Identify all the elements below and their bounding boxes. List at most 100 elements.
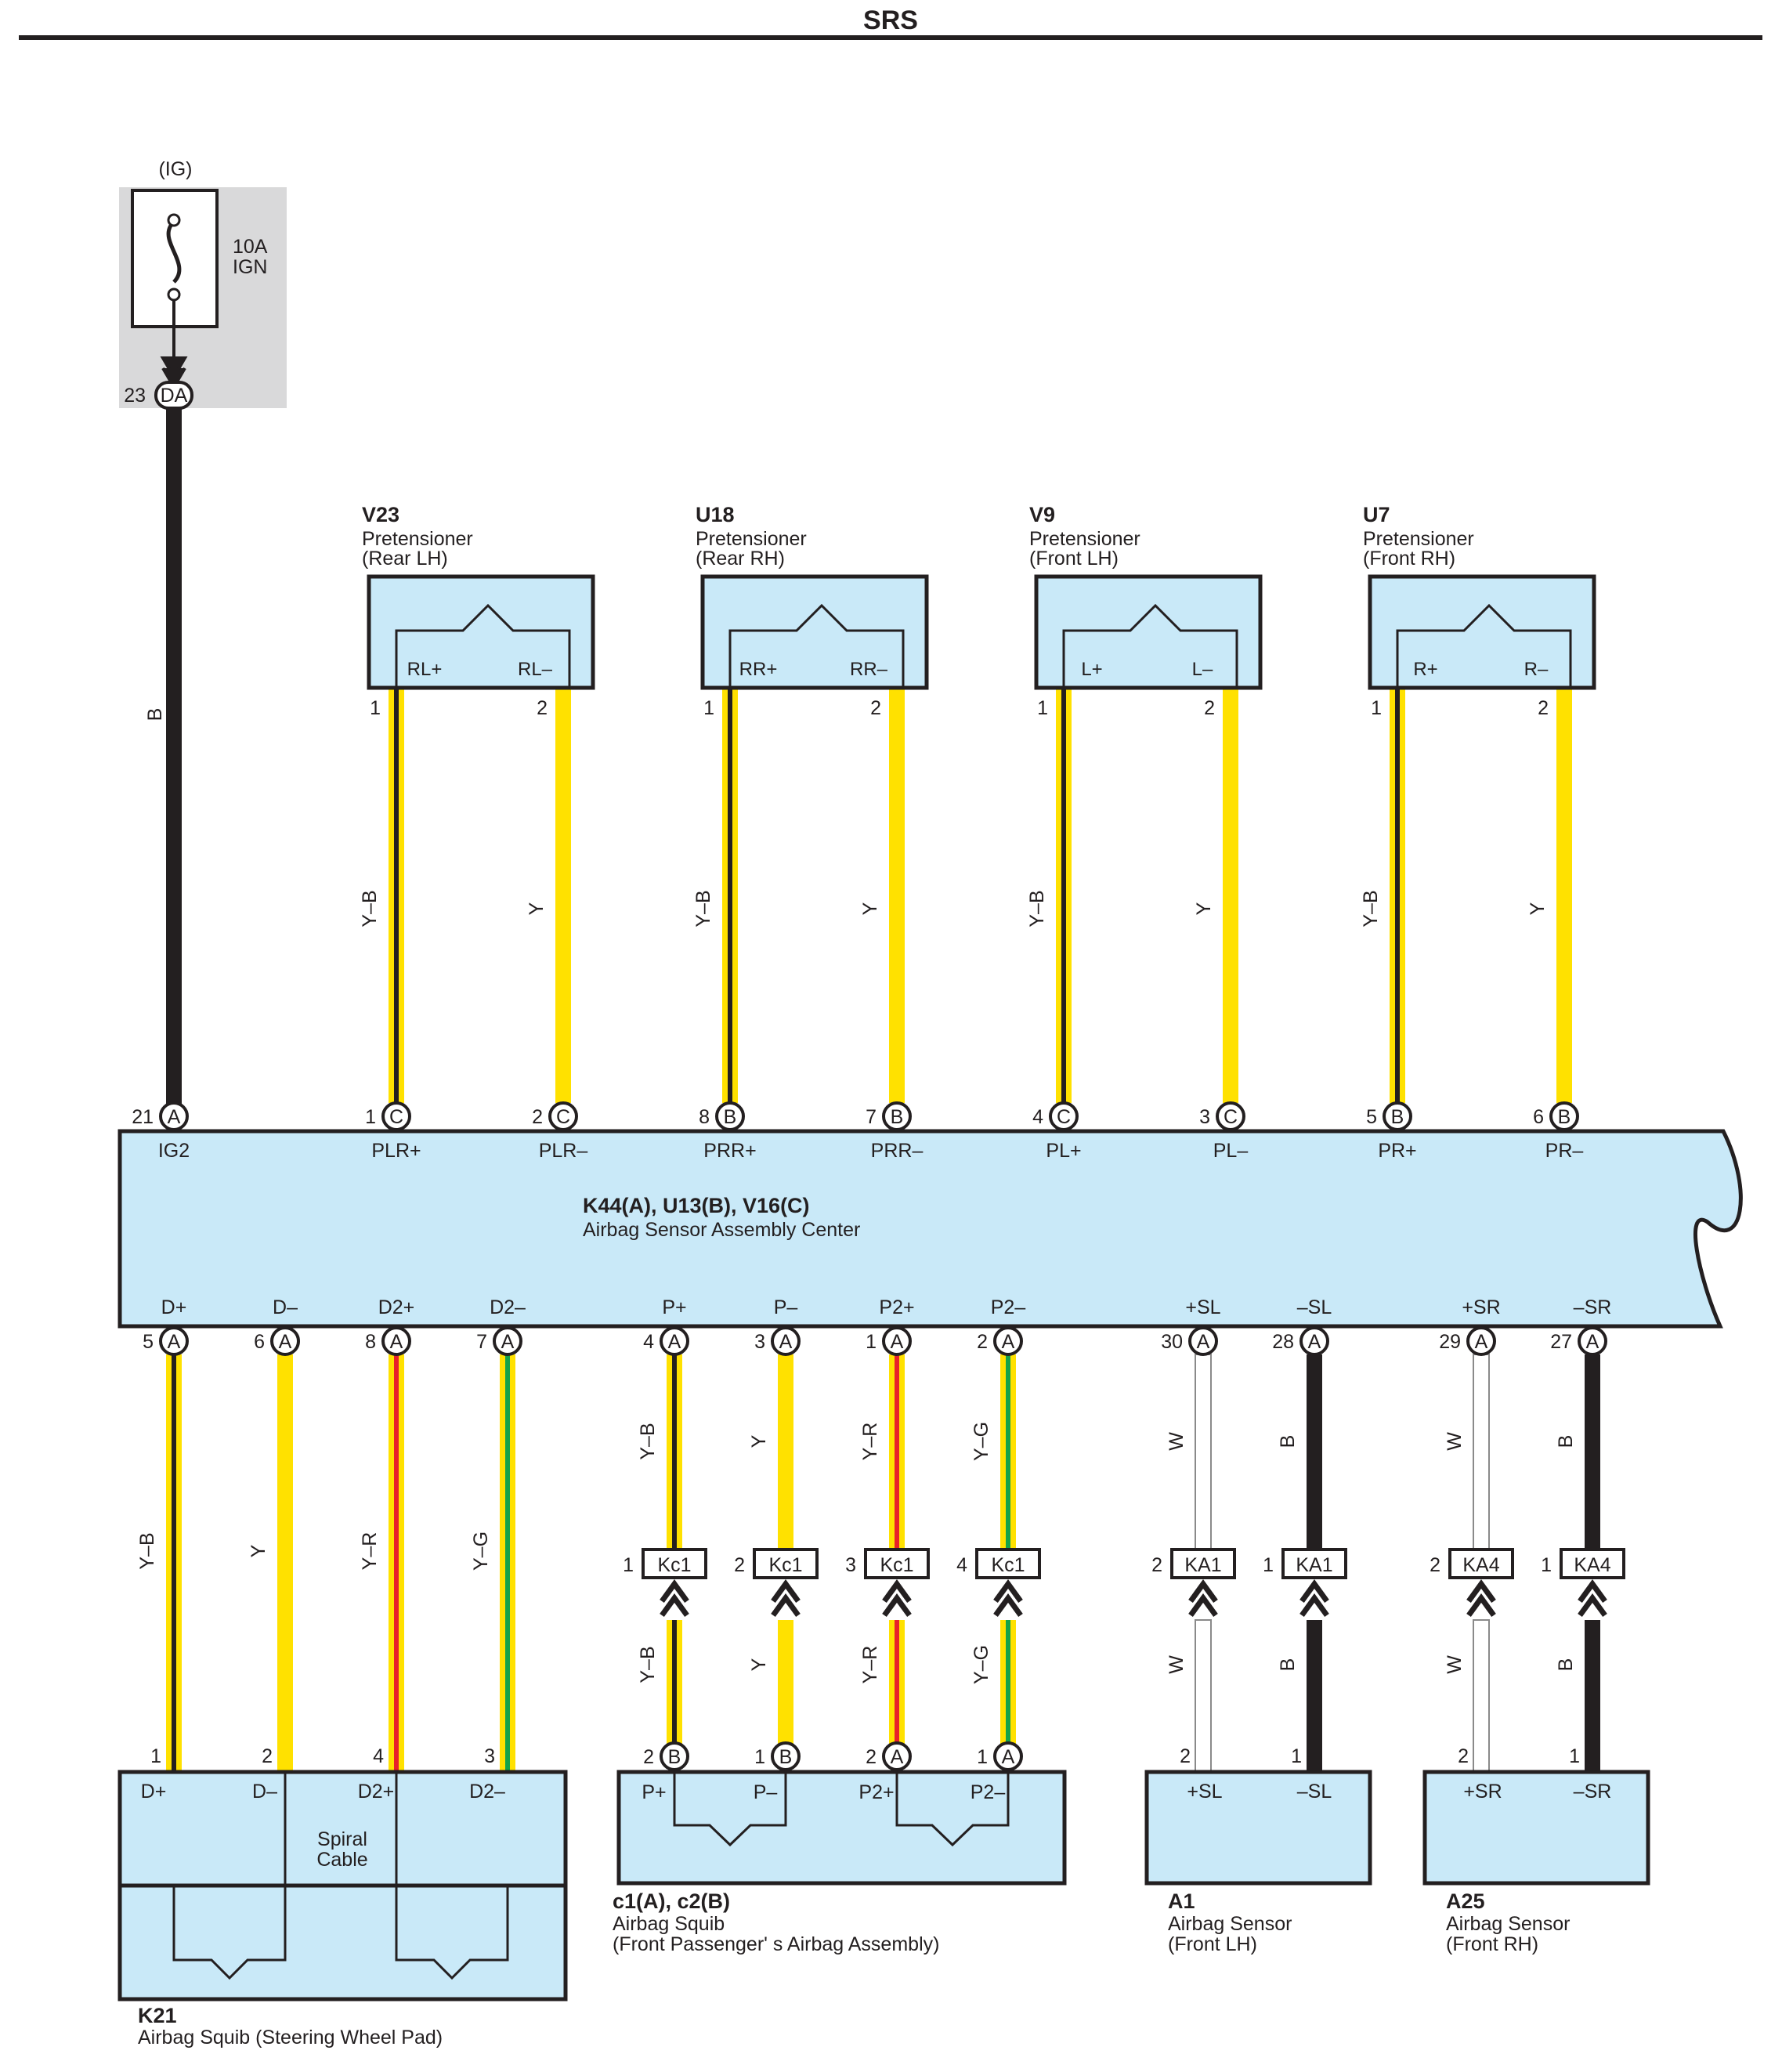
svg-text:3: 3 — [845, 1554, 856, 1576]
fuse-power-source: (IG) — [158, 158, 192, 180]
wire-top-5 — [1223, 688, 1238, 1103]
pretensioner-plus-label-2: L+ — [1081, 659, 1102, 680]
svg-text:A: A — [1002, 1746, 1015, 1768]
pretensioner-plus-label-3: R+ — [1413, 659, 1437, 680]
pretensioner-pin-plus-0: 1 — [370, 697, 381, 719]
ecu-bottom-label-11: –SR — [1574, 1296, 1612, 1318]
ecu-bottom-pin-4: 4 — [643, 1331, 654, 1353]
c1c2-terminal-label-3: P2– — [971, 1781, 1006, 1803]
pretensioner-squib-icon — [728, 603, 905, 688]
c1c2-position: (Front Passenger' s Airbag Assembly) — [613, 1933, 939, 1955]
wire-top-color-4: Y–B — [1026, 890, 1048, 927]
a1-position: (Front LH) — [1168, 1933, 1257, 1955]
ecu-top-label-4: PRR– — [871, 1140, 924, 1162]
ecu-top-pin-3: 8 — [699, 1106, 710, 1128]
k21-pin-2: 4 — [373, 1745, 384, 1767]
connector-arrow-icon — [1188, 1579, 1218, 1618]
pretensioner-squib-icon — [395, 603, 571, 688]
ecu-bottom-label-5: P– — [774, 1296, 798, 1318]
ecu-bottom-label-1: D– — [273, 1296, 298, 1318]
wire-bottom-color-upper-6: Y–R — [859, 1423, 881, 1461]
svg-text:Kc1: Kc1 — [768, 1554, 802, 1576]
svg-text:A: A — [168, 1106, 181, 1128]
pretensioner-squib-icon — [1062, 603, 1238, 688]
k21-pin-1: 2 — [262, 1745, 273, 1767]
wire-top-color-2: Y–B — [692, 890, 714, 927]
connector-arrow-icon — [1578, 1579, 1607, 1618]
c1c2-code: c1(A), c2(B) — [613, 1889, 730, 1913]
wire-bottom-3 — [500, 1354, 515, 1772]
wire-top-0 — [389, 688, 404, 1103]
svg-text:Kc1: Kc1 — [657, 1554, 691, 1576]
ecu-top-terminal-ig2: A — [159, 1101, 189, 1131]
wire-bottom-color-3: Y–G — [470, 1531, 492, 1571]
wire-top-color-5: Y — [1193, 902, 1215, 915]
ecu-bottom-label-0: D+ — [161, 1296, 187, 1318]
fuse-icon — [166, 220, 182, 284]
c1c2-terminal-label-2: P2+ — [858, 1781, 894, 1803]
wire-bottom-color-upper-11: B — [1555, 1435, 1577, 1448]
connector-arrow-icon — [660, 1579, 689, 1618]
wire-bottom-color-upper-7: Y–G — [971, 1422, 992, 1461]
svg-text:B: B — [668, 1746, 681, 1768]
connector-arrow-icon — [993, 1579, 1023, 1618]
ecu-top-pin-1: 1 — [365, 1106, 376, 1128]
ecu-bottom-label-10: +SR — [1462, 1296, 1500, 1318]
svg-text:A: A — [1197, 1331, 1210, 1353]
pretensioner-pin-minus-1: 2 — [870, 697, 881, 719]
connector-arrow-icon — [771, 1579, 801, 1618]
pretensioner-name-0: Pretensioner — [362, 528, 473, 550]
svg-text:2: 2 — [1430, 1554, 1440, 1576]
wire-top-3 — [889, 688, 905, 1103]
pretensioner-position-0: (Rear LH) — [362, 548, 448, 570]
page-title: SRS — [863, 5, 918, 35]
wire-top-color-6: Y–B — [1360, 890, 1382, 927]
ecu-bottom-terminal-1: A — [270, 1326, 300, 1356]
svg-text:KA1: KA1 — [1184, 1554, 1221, 1576]
pretensioner-plus-label-1: RR+ — [739, 659, 778, 680]
wire-bottom-lower-6 — [889, 1620, 905, 1745]
pretensioner-minus-label-2: L– — [1192, 659, 1213, 680]
fuse-name: IGN — [233, 256, 267, 278]
ecu-top-pin-0: 21 — [132, 1106, 154, 1128]
ecu-top-pin-5: 4 — [1032, 1106, 1043, 1128]
ecu-top-pin-4: 7 — [866, 1106, 877, 1128]
pretensioner-pin-minus-0: 2 — [537, 697, 548, 719]
c1c2-terminal-3: A — [993, 1741, 1023, 1771]
ecu-bottom-pin-10: 29 — [1439, 1331, 1461, 1353]
wire-bottom-lower-7 — [1000, 1620, 1016, 1745]
fuse-terminal-bottom — [167, 287, 181, 302]
k21-squib-icon-1 — [172, 1886, 287, 1980]
svg-text:KA4: KA4 — [1462, 1554, 1499, 1576]
ecu-top-label-2: PLR– — [539, 1140, 588, 1162]
k21-terminal-label-1: D– — [252, 1781, 277, 1803]
wire-bottom-color-lower-10: W — [1444, 1655, 1466, 1674]
ecu-top-pin-2: 2 — [532, 1106, 543, 1128]
a1-airbag-sensor — [1144, 1770, 1372, 1886]
ecu-top-terminal-prr–: B — [882, 1101, 912, 1131]
wire-top-color-3: Y — [859, 902, 881, 915]
wire-bottom-color-upper-9: B — [1277, 1435, 1299, 1448]
svg-text:A: A — [1586, 1331, 1599, 1353]
ecu-bottom-terminal-0: A — [159, 1326, 189, 1356]
svg-text:C: C — [556, 1106, 570, 1128]
ecu-top-pin-7: 5 — [1366, 1106, 1377, 1128]
pretensioner-minus-label-1: RR– — [850, 659, 888, 680]
ecu-top-label-5: PL+ — [1046, 1140, 1081, 1162]
c1c2-pin-3: 1 — [977, 1746, 988, 1768]
ecu-top-label-1: PLR+ — [371, 1140, 421, 1162]
wire-bottom-color-upper-5: Y — [748, 1434, 770, 1448]
wire-bottom-2 — [389, 1354, 404, 1772]
ecu-top-terminal-pr+: B — [1383, 1101, 1412, 1131]
ecu-top-label-6: PL– — [1213, 1140, 1249, 1162]
fuse-connector-da — [154, 381, 193, 410]
svg-text:A: A — [501, 1331, 515, 1353]
connector-arrow-icon — [1299, 1579, 1329, 1618]
pretensioner-plus-label-0: RL+ — [407, 659, 443, 680]
svg-text:B: B — [724, 1106, 737, 1128]
svg-text:1: 1 — [1263, 1554, 1274, 1576]
ecu-bottom-pin-9: 28 — [1272, 1331, 1294, 1353]
ecu-top-label-3: PRR+ — [703, 1140, 756, 1162]
